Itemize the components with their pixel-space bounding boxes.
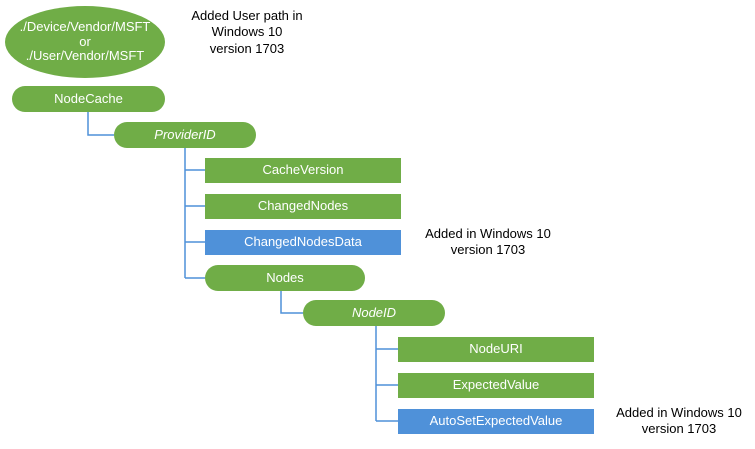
- node-nodeid[interactable]: NodeID: [303, 300, 445, 326]
- annotation-autosetexpectedvalue: Added in Windows 10 version 1703: [616, 405, 742, 437]
- annotation-changednodesdata: Added in Windows 10 version 1703: [425, 226, 551, 258]
- node-nodecache[interactable]: NodeCache: [12, 86, 165, 112]
- connector-nodecache-to-providerid: [87, 112, 114, 136]
- node-changednodesdata[interactable]: ChangedNodesData: [205, 230, 401, 255]
- node-autosetexpectedvalue[interactable]: AutoSetExpectedValue: [398, 409, 594, 434]
- node-nodes[interactable]: Nodes: [205, 265, 365, 291]
- node-device-user-vendor-msft[interactable]: ./Device/Vendor/MSFT or ./User/Vendor/MS…: [5, 6, 165, 78]
- node-providerid[interactable]: ProviderID: [114, 122, 256, 148]
- node-nodeuri[interactable]: NodeURI: [398, 337, 594, 362]
- node-cacheversion[interactable]: CacheVersion: [205, 158, 401, 183]
- connector-nodes-to-nodeid: [280, 291, 303, 314]
- node-expectedvalue[interactable]: ExpectedValue: [398, 373, 594, 398]
- node-changednodes[interactable]: ChangedNodes: [205, 194, 401, 219]
- annotation-user-path: Added User path in Windows 10 version 17…: [191, 8, 303, 56]
